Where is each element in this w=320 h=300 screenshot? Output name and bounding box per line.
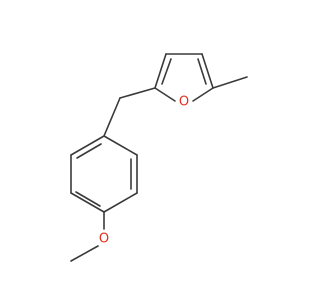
bond-furan-c2-c3 [154, 53, 167, 89]
bond-furan-o-c2 [154, 87, 176, 102]
bond-benzene-4-5 [70, 192, 105, 213]
atom-labels: O O [99, 95, 189, 247]
bond-benzene-1-2 [103, 135, 138, 156]
bond-benzene-double-b [75, 191, 101, 207]
bond-benzene-double-c [76, 143, 102, 159]
bonds [70, 53, 248, 262]
bond-furan-c5-o [192, 87, 214, 102]
bond-furan-c4-c5 [201, 53, 214, 89]
structure-canvas: O O [70, 53, 248, 262]
methoxy-oxygen-label: O [99, 232, 109, 247]
bond-benzene-3-4 [103, 192, 138, 213]
bond-benzene-6-1 [70, 135, 105, 156]
bond-furan-c4-c5-double [197, 58, 207, 85]
bond-methoxy-o-ch3 [70, 245, 99, 262]
bond-furan-methyl [212, 76, 248, 89]
furan-oxygen-label: O [179, 95, 189, 110]
bond-furan-c2-c3-double [161, 58, 172, 85]
bond-bridge-furan [119, 87, 156, 99]
bond-bridge-benzene [103, 97, 121, 137]
